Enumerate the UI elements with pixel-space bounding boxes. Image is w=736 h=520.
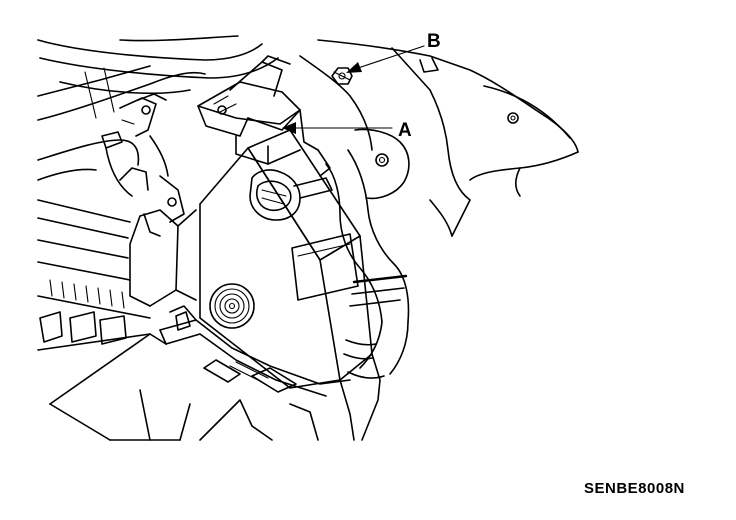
upper-frame-linework [37,35,279,181]
control-module [129,129,373,397]
bottom-linework [199,353,381,441]
body-panel-linework [299,39,579,237]
bracket-a [197,55,331,177]
figure-code: SENBE8008N [584,480,685,497]
callout-a-arrowhead [282,122,296,134]
callout-a-label: A [398,120,412,141]
callout-a: A [282,120,412,141]
wire-harness [325,149,410,379]
callout-b-label: B [427,31,441,52]
nut-b [331,67,353,85]
callout-b: B [346,31,441,73]
upper-left-hardware [101,93,169,197]
lower-left-structure [37,199,191,441]
connector-plug [249,169,333,221]
callout-b-arrowhead [346,62,362,73]
callout-b-leader [351,45,425,71]
